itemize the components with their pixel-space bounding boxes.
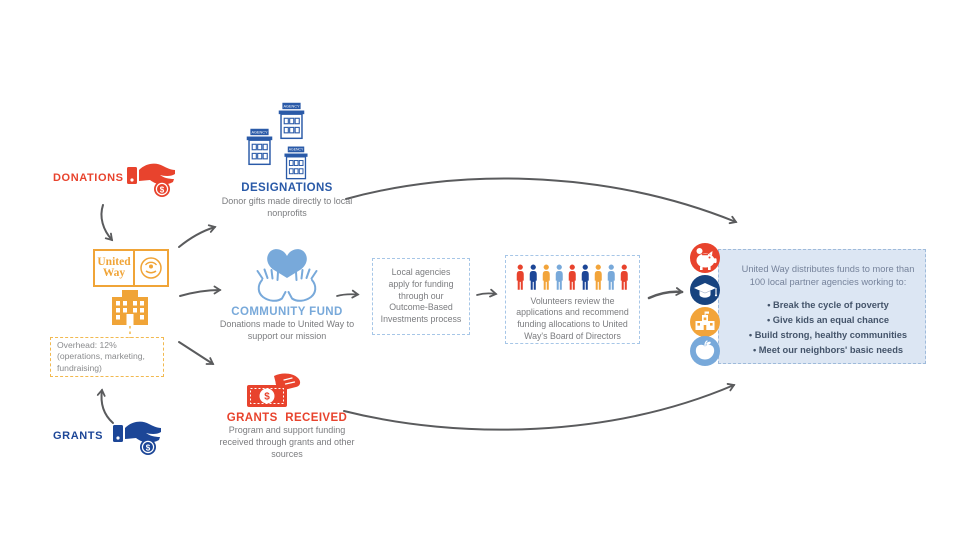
community-fund-desc: Donations made to United Way to support … [219,319,355,341]
arrow-donations-to-unitedway [100,204,114,242]
donations-label: DONATIONS [53,172,124,184]
svg-text:AGENCY: AGENCY [251,130,268,134]
person-icon [543,264,550,290]
designations-title: DESIGNATIONS [241,182,333,194]
united-way-logo-text: United Way [95,251,133,285]
community-fund-title: COMMUNITY FUND [231,306,343,318]
designations-buildings-icon: AGENCY AGENCY AGENCY [240,98,340,180]
outcome-intro: United Way distributes funds to more tha… [741,264,915,288]
person-icon [582,264,589,290]
overhead-note-text: Overhead: 12% (operations, marketing, fu… [57,340,145,373]
agency-building-icon: AGENCY [284,146,308,180]
person-icon [517,264,524,290]
outcome-bullet: Break the cycle of poverty [741,298,915,313]
outcome-bullet: Give kids an equal chance [741,313,915,328]
agency-building-icon: AGENCY [278,102,305,140]
apply-box: Local agencies apply for funding through… [372,258,470,335]
apple-icon [690,336,720,366]
overhead-note-box: Overhead: 12% (operations, marketing, fu… [50,337,164,377]
arrow-apply-to-review [476,288,498,298]
person-icon [608,264,615,290]
svg-text:$: $ [146,444,151,453]
outcome-bullet: Meet our neighbors' basic needs [741,343,915,358]
person-icon [556,264,563,290]
designations-desc: Donor gifts made directly to local nonpr… [221,196,353,218]
person-icon [569,264,576,290]
united-way-emblem-icon [133,251,167,285]
arrow-review-to-outcome [647,287,684,300]
piggy-bank-icon [690,243,720,273]
person-icon [621,264,628,290]
arrow-communityfund-to-apply [336,289,360,299]
united-way-building-icon [108,288,152,330]
arrow-designations-to-outcome [345,177,738,225]
arrow-grants-to-unitedway [96,388,114,424]
grants-received-title: GRANTS RECEIVED [226,412,348,424]
svg-text:AGENCY: AGENCY [283,104,300,108]
heart-in-hands-icon [252,242,322,311]
community-building-icon [690,307,720,337]
united-way-logo: United Way [93,249,169,287]
united-way-logo-line1: United [97,256,131,269]
united-way-logo-line2: Way [102,267,126,279]
volunteers-row-icon [515,263,630,291]
svg-text:AGENCY: AGENCY [289,148,304,152]
svg-text:$: $ [264,392,270,403]
review-box: Volunteers review the applications and r… [505,255,640,344]
outcome-bullet: Build strong, healthy communities [741,328,915,343]
arrow-unitedway-to-grantsreceived [178,341,215,365]
agency-building-icon: AGENCY [246,128,273,166]
outcome-bullets: Break the cycle of poverty Give kids an … [741,298,915,358]
svg-text:$: $ [160,186,165,195]
donations-hand-coin-icon: $ [126,158,176,203]
person-icon [595,264,602,290]
arrow-unitedway-to-designations [178,224,217,248]
arrow-grantsreceived-to-outcome [343,383,736,431]
money-in-hand-icon: $ [246,372,304,417]
grants-received-desc: Program and support funding received thr… [219,425,355,459]
arrow-unitedway-to-communityfund [179,285,222,297]
outcome-box: United Way distributes funds to more tha… [718,249,926,364]
apply-box-text: Local agencies apply for funding through… [380,266,462,325]
grants-label: GRANTS [53,430,104,442]
person-icon [530,264,537,290]
grants-hand-coin-icon: $ [112,416,162,461]
review-box-text: Volunteers review the applications and r… [516,295,629,342]
graduation-cap-icon [690,275,720,305]
